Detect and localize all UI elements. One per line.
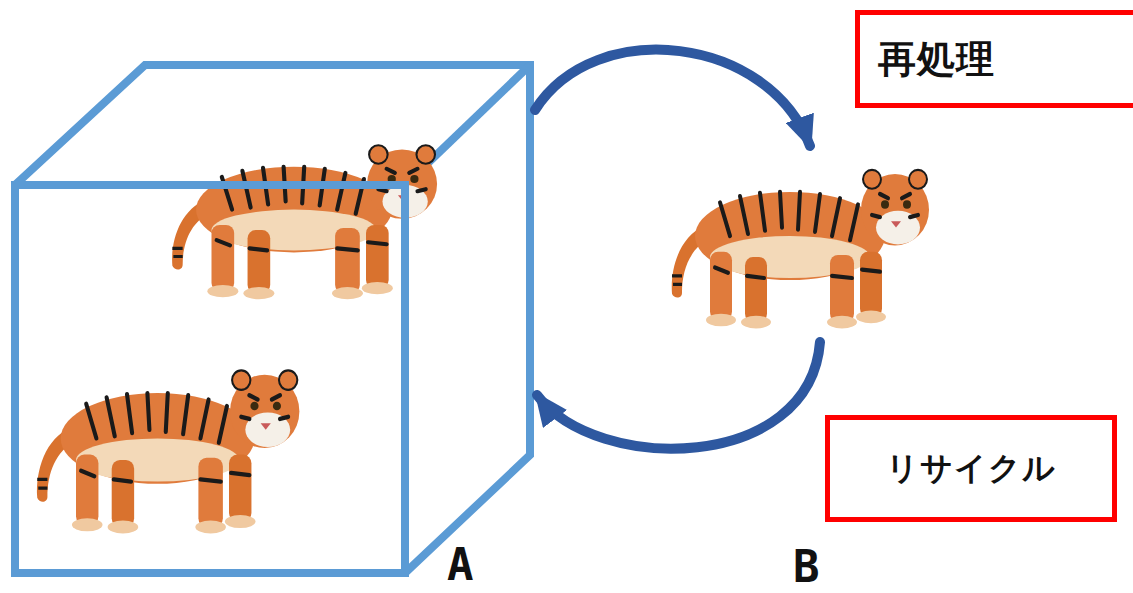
box-label: リサイクル xyxy=(886,447,1056,491)
part-label: B xyxy=(793,545,820,589)
part-label: A xyxy=(447,543,474,587)
cube-region: A xyxy=(15,65,535,575)
process-box: リサイクル xyxy=(825,415,1117,522)
box-label: 再処理 xyxy=(878,34,995,85)
curved-arrow xyxy=(537,342,820,449)
curved-arrow xyxy=(535,50,810,146)
process-box: 再処理 xyxy=(855,10,1133,108)
tiger-region: B xyxy=(660,150,945,340)
